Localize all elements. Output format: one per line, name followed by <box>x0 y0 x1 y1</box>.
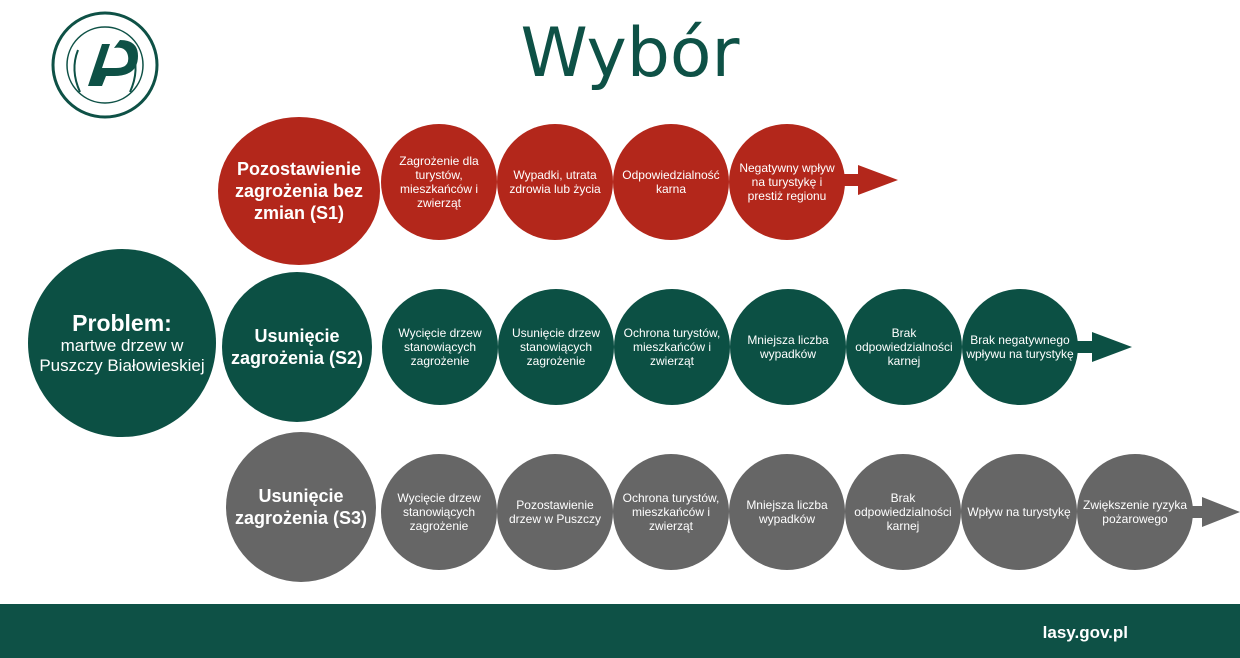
s3-main-circle: Usunięcie zagrożenia (S3) <box>226 432 376 582</box>
s3-step-3: Ochrona turystów, mieszkańców i zwierząt <box>613 454 729 570</box>
s2-step-3: Ochrona turystów, mieszkańców i zwierząt <box>614 289 730 405</box>
s1-main-circle: Pozostawienie zagrożenia bez zmian (S1) <box>218 117 380 265</box>
s3-step-2: Pozostawienie drzew w Puszczy <box>497 454 613 570</box>
s1-step-2: Wypadki, utrata zdrowia lub życia <box>497 124 613 240</box>
s2-step-4: Mniejsza liczba wypadków <box>730 289 846 405</box>
s3-step-7: Zwiększenie ryzyka pożarowego <box>1077 454 1193 570</box>
s3-step-4: Mniejsza liczba wypadków <box>729 454 845 570</box>
lasy-panstwowe-logo <box>51 11 159 119</box>
s2-label: Usunięcie zagrożenia (S2) <box>230 326 364 368</box>
footer-url-link[interactable]: lasy.gov.pl <box>1042 623 1128 642</box>
s1-arrow <box>840 165 898 195</box>
s2-step-1: Wycięcie drzew stanowiących zagrożenie <box>382 289 498 405</box>
s3-step-6: Wpływ na turystykę <box>961 454 1077 570</box>
s2-step-2: Usunięcie drzew stanowiących zagrożenie <box>498 289 614 405</box>
problem-title: Problem: <box>72 310 172 336</box>
problem-circle: Problem: martwe drzew w Puszczy Białowie… <box>28 249 216 437</box>
s1-step-3: Odpowiedzialność karna <box>613 124 729 240</box>
s3-arrow <box>1190 497 1240 527</box>
s3-label: Usunięcie zagrożenia (S3) <box>234 486 368 528</box>
s2-arrow <box>1074 332 1132 362</box>
s2-main-circle: Usunięcie zagrożenia (S2) <box>222 272 372 422</box>
s1-step-4: Negatywny wpływ na turystykę i prestiż r… <box>729 124 845 240</box>
s1-label: Pozostawienie zagrożenia bez zmian (S1) <box>234 159 364 223</box>
footer-bar <box>0 604 1240 658</box>
s2-step-5: Brak odpowiedzialności karnej <box>846 289 962 405</box>
s2-step-6: Brak negatywnego wpływu na turystykę <box>962 289 1078 405</box>
s1-step-1: Zagrożenie dla turystów, mieszkańców i z… <box>381 124 497 240</box>
page-title: Wybór <box>520 14 740 93</box>
problem-description: martwe drzew w Puszczy Białowieskiej <box>39 336 205 375</box>
s3-step-5: Brak odpowiedzialności karnej <box>845 454 961 570</box>
s3-step-1: Wycięcie drzew stanowiących zagrożenie <box>381 454 497 570</box>
